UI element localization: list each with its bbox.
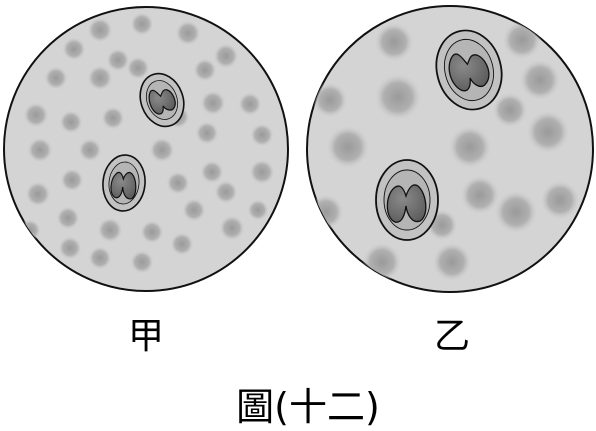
jia-red-cell-13 — [101, 106, 125, 130]
yi-red-cell-11 — [432, 242, 472, 282]
yi-red-cell-13 — [308, 194, 344, 230]
jia-red-cell-29 — [97, 217, 123, 243]
jia-red-cell-32 — [219, 215, 245, 241]
jia-red-cell-37 — [19, 219, 41, 241]
white-cell-yi-2 — [375, 159, 439, 241]
jia-red-cell-17 — [27, 137, 53, 163]
yi-red-cell-6 — [460, 175, 500, 215]
jia-red-cell-1 — [87, 17, 113, 43]
jia-red-cell-28 — [56, 206, 80, 230]
panel-jia: 甲 — [3, 6, 289, 357]
jia-red-cell-5 — [106, 48, 130, 72]
yi-red-cell-4 — [526, 110, 570, 154]
jia-red-cell-35 — [170, 232, 194, 256]
jia-red-cell-21 — [250, 123, 274, 147]
jia-red-cell-2 — [130, 12, 154, 36]
yi-red-cell-8 — [502, 20, 542, 60]
yi-red-cell-7 — [374, 22, 414, 62]
yi-red-cell-3 — [448, 125, 492, 169]
jia-red-cell-31 — [182, 198, 206, 222]
nucleus-yi-1 — [448, 53, 490, 92]
yi-red-cell-16 — [492, 92, 528, 128]
jia-red-cell-15 — [200, 90, 226, 116]
red-cells-jia — [19, 12, 275, 274]
nucleus-jia-1 — [148, 89, 176, 115]
jia-red-cell-18 — [78, 138, 102, 162]
yi-red-cell-14 — [312, 82, 348, 118]
yi-red-cell-9 — [519, 59, 561, 101]
yi-red-cell-5 — [494, 190, 538, 234]
white-cell-jia-1 — [139, 72, 185, 128]
label-jia: 甲 — [128, 316, 164, 357]
nucleus-yi-2 — [386, 184, 427, 223]
jia-red-cell-38 — [247, 199, 269, 221]
panel-yi: 乙 — [306, 5, 594, 357]
yi-red-cell-12 — [362, 242, 402, 282]
yi-red-cell-10 — [540, 180, 580, 220]
jia-red-cell-34 — [130, 250, 154, 274]
jia-red-cell-11 — [23, 102, 49, 128]
jia-red-cell-16 — [238, 92, 262, 116]
jia-red-cell-19 — [149, 137, 175, 163]
nucleus-jia-2 — [110, 171, 137, 200]
jia-red-cell-23 — [166, 171, 190, 195]
jia-red-cell-22 — [60, 168, 84, 192]
figure-caption: 圖(十二) — [236, 385, 380, 429]
yi-red-cell-1 — [374, 73, 422, 121]
jia-red-cell-25 — [249, 159, 275, 185]
jia-red-cell-26 — [25, 181, 51, 207]
jia-red-cell-7 — [44, 66, 68, 90]
jia-red-cell-36 — [58, 236, 82, 260]
jia-red-cell-27 — [214, 180, 238, 204]
label-yi: 乙 — [434, 316, 470, 357]
jia-red-cell-24 — [200, 160, 224, 184]
jia-red-cell-20 — [195, 121, 219, 145]
jia-red-cell-30 — [140, 220, 164, 244]
yi-red-cell-2 — [326, 125, 370, 169]
jia-red-cell-8 — [87, 65, 113, 91]
jia-red-cell-6 — [213, 43, 239, 69]
jia-red-cell-12 — [59, 110, 83, 134]
red-cells-yi — [308, 20, 580, 282]
jia-red-cell-33 — [88, 246, 112, 270]
jia-red-cell-3 — [175, 20, 201, 46]
jia-red-cell-9 — [126, 56, 150, 80]
jia-red-cell-4 — [62, 37, 86, 61]
white-cell-yi-1 — [435, 29, 503, 111]
white-cell-jia-2 — [102, 154, 146, 212]
jia-red-cell-10 — [193, 58, 217, 82]
